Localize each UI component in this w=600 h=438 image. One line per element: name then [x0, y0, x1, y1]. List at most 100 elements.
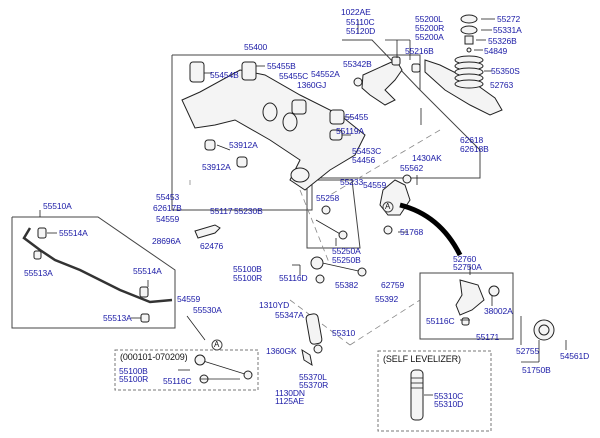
part-label: 55310 [332, 328, 356, 338]
ref-marker-a-bottom [211, 339, 223, 351]
part-label: 55200A [415, 32, 444, 42]
guide-line [289, 299, 351, 346]
direction-arrow [399, 202, 463, 257]
part-label: 55513A [24, 268, 53, 278]
part-label: 54559 [363, 180, 387, 190]
part-label: 55100R [233, 273, 263, 283]
part-label: 55514A [133, 266, 162, 276]
part-label: 53912A [202, 162, 231, 172]
part-label: 55230B [234, 206, 263, 216]
self-levelizer-shock [410, 369, 424, 421]
part-label: 55392 [375, 294, 399, 304]
part-label: 62617B [153, 203, 182, 213]
trailing-link [315, 205, 348, 240]
part-label: 55250B [332, 255, 361, 265]
stabilizer-bushing [33, 250, 42, 260]
part-label: 54552A [311, 69, 340, 79]
part-label: 55382 [335, 280, 359, 290]
part-label: 55370R [299, 380, 329, 390]
stabilizer-bushing [140, 313, 150, 323]
part-label: 55272 [497, 14, 521, 24]
part-label: 55347A [275, 310, 304, 320]
part-label: 28696A [152, 236, 181, 246]
stabilizer-bar [22, 227, 173, 304]
part-label: 55326B [488, 36, 517, 46]
guide-line [329, 129, 441, 196]
part-label: 54849 [484, 46, 508, 56]
crossmember-subframe [181, 61, 366, 191]
part-label: 55116C [426, 316, 455, 326]
part-label: 62618 [460, 135, 484, 145]
part-label: 55454B [210, 70, 239, 80]
alt-assist-link [199, 359, 249, 376]
part-label: 55350S [491, 66, 520, 76]
part-label: 54559 [177, 294, 201, 304]
part-label: 62759 [381, 280, 405, 290]
part-label: 55455 [345, 112, 369, 122]
part-label: 55310D [434, 399, 464, 409]
bracket [194, 224, 221, 239]
part-label: 54561D [560, 351, 590, 361]
part-label: 62618B [460, 144, 489, 154]
part-label: 52750A [453, 262, 482, 272]
part-label: 1310YD [259, 300, 290, 310]
coil-spring-stack [454, 14, 484, 89]
part-label: 55455B [267, 61, 296, 71]
part-label: 55530A [193, 305, 222, 315]
part-label: 1130DN [275, 388, 305, 398]
ref-marker-label: A [385, 202, 391, 211]
part-label: 1430AK [412, 153, 442, 163]
part-label: 51750B [522, 365, 551, 375]
part-label: 51768 [400, 227, 424, 237]
part-label: 55171 [476, 332, 500, 342]
part-label: 55233 [340, 177, 364, 187]
leader-lines [39, 18, 567, 396]
upper-arm-group-box [342, 39, 421, 91]
hub-bearing [533, 319, 555, 341]
part-label: 52760 [453, 254, 477, 264]
part-label: 54559 [156, 214, 180, 224]
stabilizer-group-box [11, 216, 176, 329]
part-label: 1360GK [266, 346, 297, 356]
part-label: 55117 [210, 206, 233, 216]
assist-link [310, 256, 367, 284]
stabilizer-link [186, 315, 206, 341]
part-label: 1125AE [275, 396, 305, 406]
part-label: 53912A [229, 140, 258, 150]
ref-marker-label: A [214, 340, 220, 349]
part-label: 55342B [343, 59, 372, 69]
part-label: 52755 [516, 346, 540, 356]
part-label: 55514A [59, 228, 88, 238]
guide-line [299, 189, 331, 266]
part-label: 55453 [156, 192, 180, 202]
part-label: 55100B [119, 366, 148, 376]
part-label: 55400 [244, 42, 268, 52]
part-label: 54456 [352, 155, 376, 165]
part-label: 55258 [316, 193, 340, 203]
upper-control-arm [353, 56, 403, 106]
part-label: 62476 [200, 241, 224, 251]
part-label: 55510A [43, 201, 72, 211]
date-range-note: (000101-070209) [120, 352, 188, 362]
part-label: 55100R [119, 374, 149, 384]
part-label: 55513A [103, 313, 132, 323]
part-label: 55455C [279, 71, 309, 81]
part-label: 55119A [336, 126, 365, 136]
part-label: 55453C [352, 146, 382, 156]
knuckle-group-box [419, 272, 514, 340]
part-label: 55562 [400, 163, 424, 173]
part-label: 1360GJ [297, 80, 327, 90]
guide-line [349, 299, 421, 346]
part-label: 55100B [233, 264, 262, 274]
shock-absorber [301, 313, 323, 367]
part-label: 55216B [405, 46, 434, 56]
part-label: 55331A [493, 25, 522, 35]
ref-marker-a-top [382, 201, 394, 213]
part-label: 55110C [346, 17, 375, 27]
part-label: 55370L [299, 372, 327, 382]
part-label: 52763 [490, 80, 514, 90]
part-label: 55200L [415, 14, 443, 24]
part-label: 55200R [415, 23, 445, 33]
